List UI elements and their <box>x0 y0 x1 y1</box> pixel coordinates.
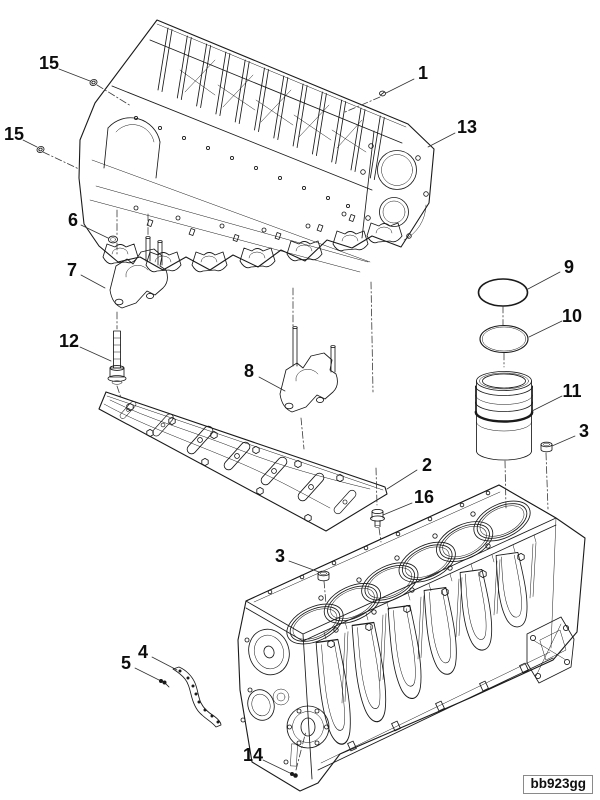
callout-label-2: 2 <box>422 455 432 475</box>
callout-label-7: 7 <box>67 260 77 280</box>
leader-line <box>22 139 38 148</box>
callout-label-3: 3 <box>579 421 589 441</box>
main-bearing-bolt <box>107 330 127 385</box>
main-bearing-cap-7 <box>109 236 168 309</box>
leader-line <box>80 224 109 239</box>
upper-cylinder-block <box>78 19 435 273</box>
leader-line <box>262 759 293 775</box>
callout-label-10: 10 <box>562 306 582 326</box>
leader-line <box>427 132 456 148</box>
callout-label-5: 5 <box>121 653 131 673</box>
screw-plug-1 <box>379 90 386 97</box>
callout-label-6: 6 <box>68 210 78 230</box>
leader-line <box>382 502 413 516</box>
leader-line <box>258 376 286 392</box>
callout-label-3: 3 <box>275 546 285 566</box>
leader-line <box>385 78 415 94</box>
liner-oring-upper <box>477 278 529 307</box>
lower-cylinder-block <box>237 484 586 792</box>
drawing-code-badge: bb923gg <box>523 775 593 794</box>
ladder-frame-stiffener <box>98 391 388 532</box>
callout-label-16: 16 <box>414 487 434 507</box>
leader-line <box>58 68 91 82</box>
cylinder-liner <box>474 371 534 461</box>
flywheel-end-face <box>360 130 429 241</box>
assembly-centerlines <box>42 84 549 771</box>
leader-line <box>531 395 563 412</box>
check-valve-ring-6 <box>107 235 119 244</box>
callout-label-9: 9 <box>564 257 574 277</box>
leader-line <box>527 271 561 290</box>
main-bearing-cap-8 <box>279 326 338 413</box>
callout-label-13: 13 <box>457 117 477 137</box>
callout-label-11: 11 <box>562 381 581 401</box>
callout-label-14: 14 <box>243 745 263 765</box>
leader-line <box>80 274 106 289</box>
core-plug-14-point <box>293 773 298 778</box>
leader-end-dot <box>159 679 163 683</box>
leader-end-dot <box>290 772 294 776</box>
callout-label-15: 15 <box>4 124 24 144</box>
callout-label-8: 8 <box>244 361 254 381</box>
screw-5 <box>162 680 170 688</box>
gasket-4 <box>172 666 222 728</box>
timing-face <box>240 628 330 767</box>
callout-label-4: 4 <box>138 642 148 662</box>
callout-label-1: 1 <box>418 63 428 83</box>
callout-label-15: 15 <box>39 53 59 73</box>
liner-oring-lower <box>479 324 529 354</box>
sealing-washer-upper <box>88 78 99 87</box>
leader-line <box>134 667 162 682</box>
leader-line <box>386 469 418 490</box>
leader-line <box>79 346 112 362</box>
cup-plug-right <box>540 441 553 453</box>
frame-bolt <box>370 508 385 528</box>
leader-line <box>551 435 576 447</box>
leader-line <box>288 560 320 573</box>
leader-line <box>528 320 563 338</box>
leader-line <box>151 656 178 671</box>
callout-label-12: 12 <box>59 331 79 351</box>
